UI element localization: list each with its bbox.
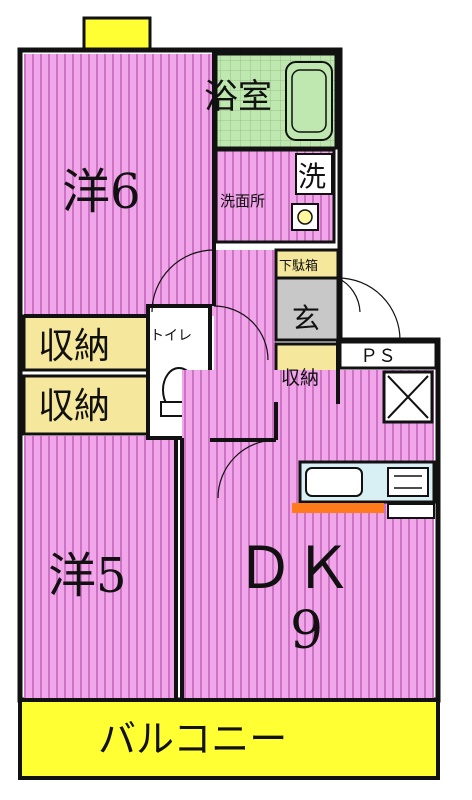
label-wash-machine: 洗 xyxy=(298,160,326,193)
storage-upper xyxy=(22,314,150,372)
room-western-5 xyxy=(24,436,176,698)
top-window xyxy=(82,16,152,54)
label-storage-hall: 収納 xyxy=(281,367,319,389)
stove-icon xyxy=(387,467,429,497)
balcony xyxy=(18,698,440,780)
label-toilet: トイレ xyxy=(150,328,192,344)
room-dk xyxy=(182,370,434,698)
sink-icon xyxy=(305,467,363,497)
room-western-6 xyxy=(24,54,214,316)
label-shoe-box: 下駄箱 xyxy=(279,258,318,274)
label-bath: 浴室 xyxy=(204,77,272,117)
label-pipe-space: ＰＳ xyxy=(360,346,396,367)
label-storage-lower: 収納 xyxy=(38,386,110,427)
label-dk: ＤＫ xyxy=(236,534,352,602)
label-balcony: バルコニー xyxy=(98,717,287,761)
label-western-6: 洋6 xyxy=(62,164,141,220)
washing-machine-spot xyxy=(295,153,333,195)
bathtub-icon xyxy=(285,61,333,141)
label-entrance: 玄 xyxy=(292,302,320,335)
label-dk-size: 9 xyxy=(290,601,323,661)
entrance xyxy=(274,276,340,342)
interior-walls xyxy=(24,50,340,698)
label-storage-upper: 収納 xyxy=(38,326,110,367)
door-swings xyxy=(151,249,401,499)
stove-bar xyxy=(292,503,384,513)
pipe-space-box xyxy=(338,340,438,370)
label-washroom: 洗面所 xyxy=(220,192,265,210)
label-western-5: 洋5 xyxy=(48,548,127,604)
